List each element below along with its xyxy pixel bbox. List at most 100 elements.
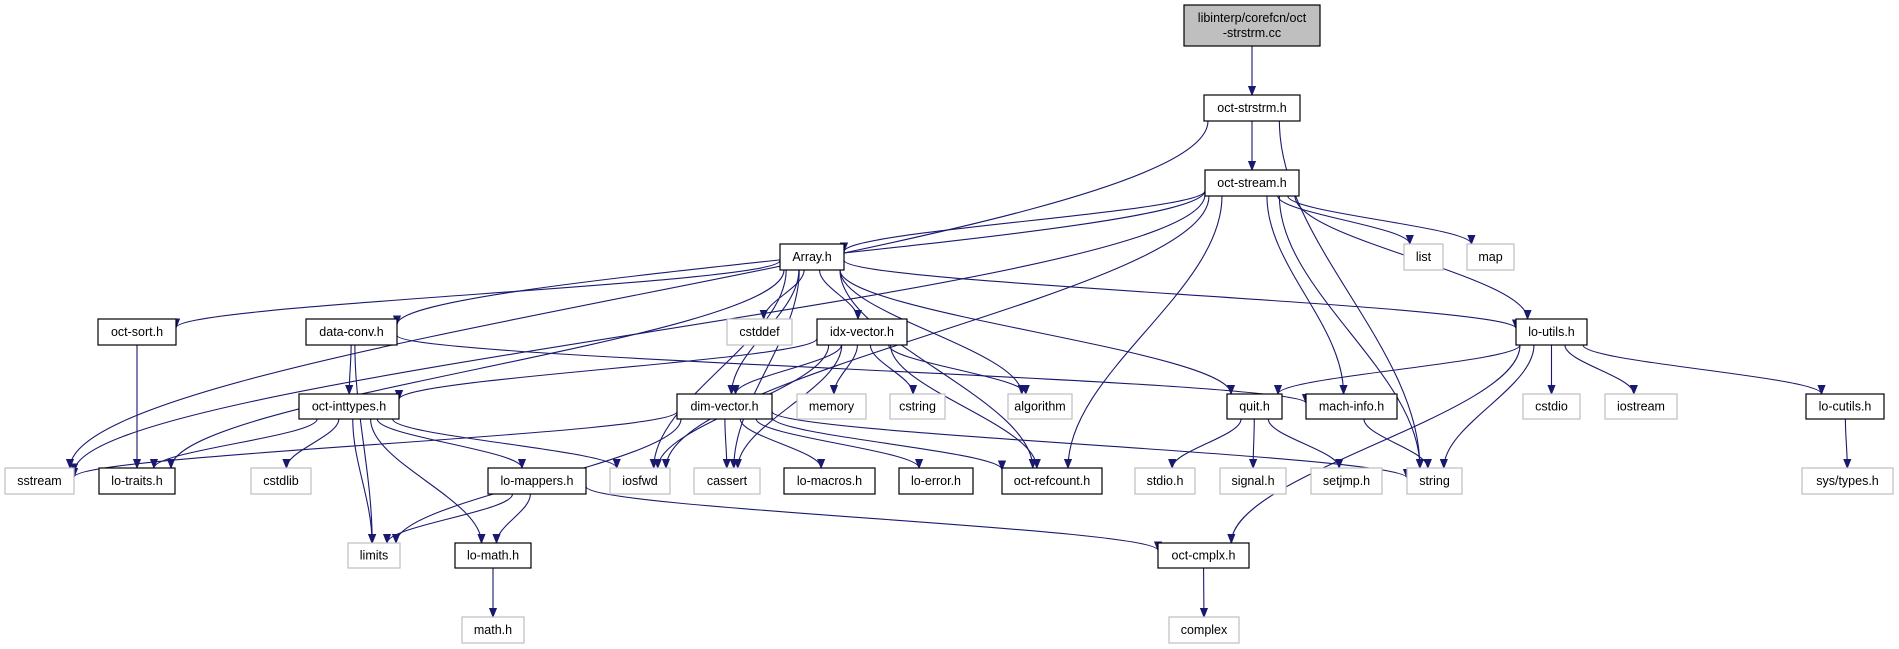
- edge-oct-stream-to-iosfwd: [666, 195, 1210, 468]
- node-box-lo-traits[interactable]: [98, 467, 176, 495]
- node-box-oct-inttypes[interactable]: [298, 393, 400, 420]
- node-label-oct-stream: oct-stream.h: [1217, 176, 1287, 190]
- node-box-mach-info[interactable]: [1305, 393, 1398, 420]
- edge-lo-mappers-to-lo-math: [497, 493, 531, 544]
- node-lo-traits[interactable]: lo-traits.h: [98, 467, 176, 495]
- node-root[interactable]: libinterp/corefcn/oct-strstrm.cc: [1183, 4, 1321, 47]
- node-dim-vector[interactable]: dim-vector.h: [676, 393, 773, 420]
- node-cstring: cstring: [889, 393, 946, 420]
- edge-Array-to-lo-traits: [171, 269, 785, 468]
- node-box-iostream: [1604, 393, 1678, 420]
- node-oct-refcount[interactable]: oct-refcount.h: [1001, 467, 1103, 495]
- edge-idx-vector-to-memory: [834, 344, 858, 395]
- edge-lo-mappers-to-limits: [387, 493, 514, 544]
- node-label-lo-math: lo-math.h: [467, 549, 519, 563]
- node-list: list: [1403, 243, 1444, 271]
- edge-data-conv-to-limits: [354, 344, 372, 543]
- edge-oct-inttypes-to-lo-mappers: [376, 418, 522, 469]
- node-box-lo-error[interactable]: [898, 467, 974, 495]
- node-oct-cmplx[interactable]: oct-cmplx.h: [1157, 542, 1250, 569]
- node-memory: memory: [796, 393, 867, 420]
- node-quit[interactable]: quit.h: [1226, 393, 1283, 420]
- node-box-data-conv[interactable]: [305, 318, 398, 346]
- node-label-algorithm: algorithm: [1014, 400, 1065, 414]
- edge-quit-to-signal: [1253, 418, 1254, 468]
- node-lo-cutils[interactable]: lo-cutils.h: [1805, 393, 1885, 420]
- node-lo-math[interactable]: lo-math.h: [454, 542, 532, 569]
- node-data-conv[interactable]: data-conv.h: [305, 318, 398, 346]
- node-box-cstdio: [1522, 393, 1581, 420]
- node-box-oct-strstrm[interactable]: [1203, 94, 1301, 122]
- edge-lo-utils-to-oct-cmplx: [1231, 344, 1521, 543]
- node-label-setjmp: setjmp.h: [1323, 474, 1370, 488]
- node-label-oct-inttypes: oct-inttypes.h: [312, 400, 386, 414]
- node-label-oct-strstrm: oct-strstrm.h: [1217, 101, 1286, 115]
- node-cstddef: cstddef: [726, 318, 793, 346]
- node-oct-inttypes[interactable]: oct-inttypes.h: [298, 393, 400, 420]
- node-label-memory: memory: [809, 400, 855, 414]
- node-oct-strstrm[interactable]: oct-strstrm.h: [1203, 94, 1301, 122]
- node-map: map: [1466, 243, 1515, 271]
- node-box-signal: [1219, 467, 1287, 495]
- node-label-cstring: cstring: [899, 400, 936, 414]
- edge-idx-vector-to-oct-refcount: [889, 344, 1037, 468]
- node-box-lo-cutils[interactable]: [1805, 393, 1885, 420]
- node-sys-types: sys/types.h: [1801, 467, 1894, 495]
- node-label-lo-traits: lo-traits.h: [111, 474, 162, 488]
- node-label-sstream: sstream: [17, 474, 61, 488]
- node-setjmp: setjmp.h: [1310, 467, 1383, 495]
- node-label-lo-mappers: lo-mappers.h: [501, 474, 574, 488]
- node-box-lo-utils[interactable]: [1515, 318, 1588, 346]
- edge-oct-stream-to-Array: [844, 190, 1206, 253]
- node-oct-stream[interactable]: oct-stream.h: [1204, 169, 1300, 197]
- node-lo-utils[interactable]: lo-utils.h: [1515, 318, 1588, 346]
- node-box-quit[interactable]: [1226, 393, 1283, 420]
- node-label-iosfwd: iosfwd: [622, 474, 657, 488]
- edge-dim-vector-to-cassert: [725, 418, 727, 468]
- node-box-idx-vector[interactable]: [816, 318, 908, 346]
- edges-layer: [70, 46, 1847, 617]
- edge-mach-info-to-string: [1363, 418, 1428, 469]
- node-signal: signal.h: [1219, 467, 1287, 495]
- node-oct-sort[interactable]: oct-sort.h: [97, 318, 177, 346]
- edge-idx-vector-to-dim-vector: [736, 344, 842, 395]
- node-box-oct-stream[interactable]: [1204, 169, 1300, 197]
- edge-idx-vector-to-cstring: [869, 344, 913, 395]
- node-label-Array: Array.h: [792, 250, 831, 264]
- edge-Array-to-iosfwd: [654, 269, 787, 468]
- edge-dim-vector-to-lo-error: [755, 418, 919, 469]
- node-label-cassert: cassert: [707, 474, 748, 488]
- node-idx-vector[interactable]: idx-vector.h: [816, 318, 908, 346]
- edge-oct-stream-to-mach-info: [1266, 195, 1344, 394]
- node-box-oct-cmplx[interactable]: [1157, 542, 1250, 569]
- node-lo-mappers[interactable]: lo-mappers.h: [487, 467, 587, 495]
- node-label-oct-refcount: oct-refcount.h: [1014, 474, 1090, 488]
- node-box-oct-sort[interactable]: [97, 318, 177, 346]
- edge-lo-utils-to-quit: [1278, 344, 1521, 395]
- node-lo-macros[interactable]: lo-macros.h: [783, 467, 876, 495]
- node-box-Array[interactable]: [779, 243, 845, 271]
- edge-oct-stream-to-string: [1278, 195, 1420, 468]
- node-label-iostream: iostream: [1617, 400, 1665, 414]
- node-box-oct-refcount[interactable]: [1001, 467, 1103, 495]
- node-label-complex: complex: [1181, 623, 1228, 637]
- edge-oct-stream-to-list: [1277, 195, 1410, 245]
- node-iosfwd: iosfwd: [609, 467, 671, 495]
- node-Array[interactable]: Array.h: [779, 243, 845, 271]
- node-label-sys-types: sys/types.h: [1816, 474, 1879, 488]
- node-box-lo-math[interactable]: [454, 542, 532, 569]
- node-mach-info[interactable]: mach-info.h: [1305, 393, 1398, 420]
- node-box-root[interactable]: [1183, 4, 1321, 47]
- node-box-setjmp: [1310, 467, 1383, 495]
- node-string: string: [1406, 467, 1463, 495]
- node-box-math: [461, 616, 525, 644]
- node-math: math.h: [461, 616, 525, 644]
- node-box-lo-mappers[interactable]: [487, 467, 587, 495]
- node-lo-error[interactable]: lo-error.h: [898, 467, 974, 495]
- node-cassert: cassert: [693, 467, 761, 495]
- edge-oct-inttypes-to-lo-math: [370, 418, 482, 543]
- node-box-iosfwd: [609, 467, 671, 495]
- node-box-lo-macros[interactable]: [783, 467, 876, 495]
- node-box-dim-vector[interactable]: [676, 393, 773, 420]
- edge-lo-mappers-to-oct-cmplx: [585, 485, 1158, 551]
